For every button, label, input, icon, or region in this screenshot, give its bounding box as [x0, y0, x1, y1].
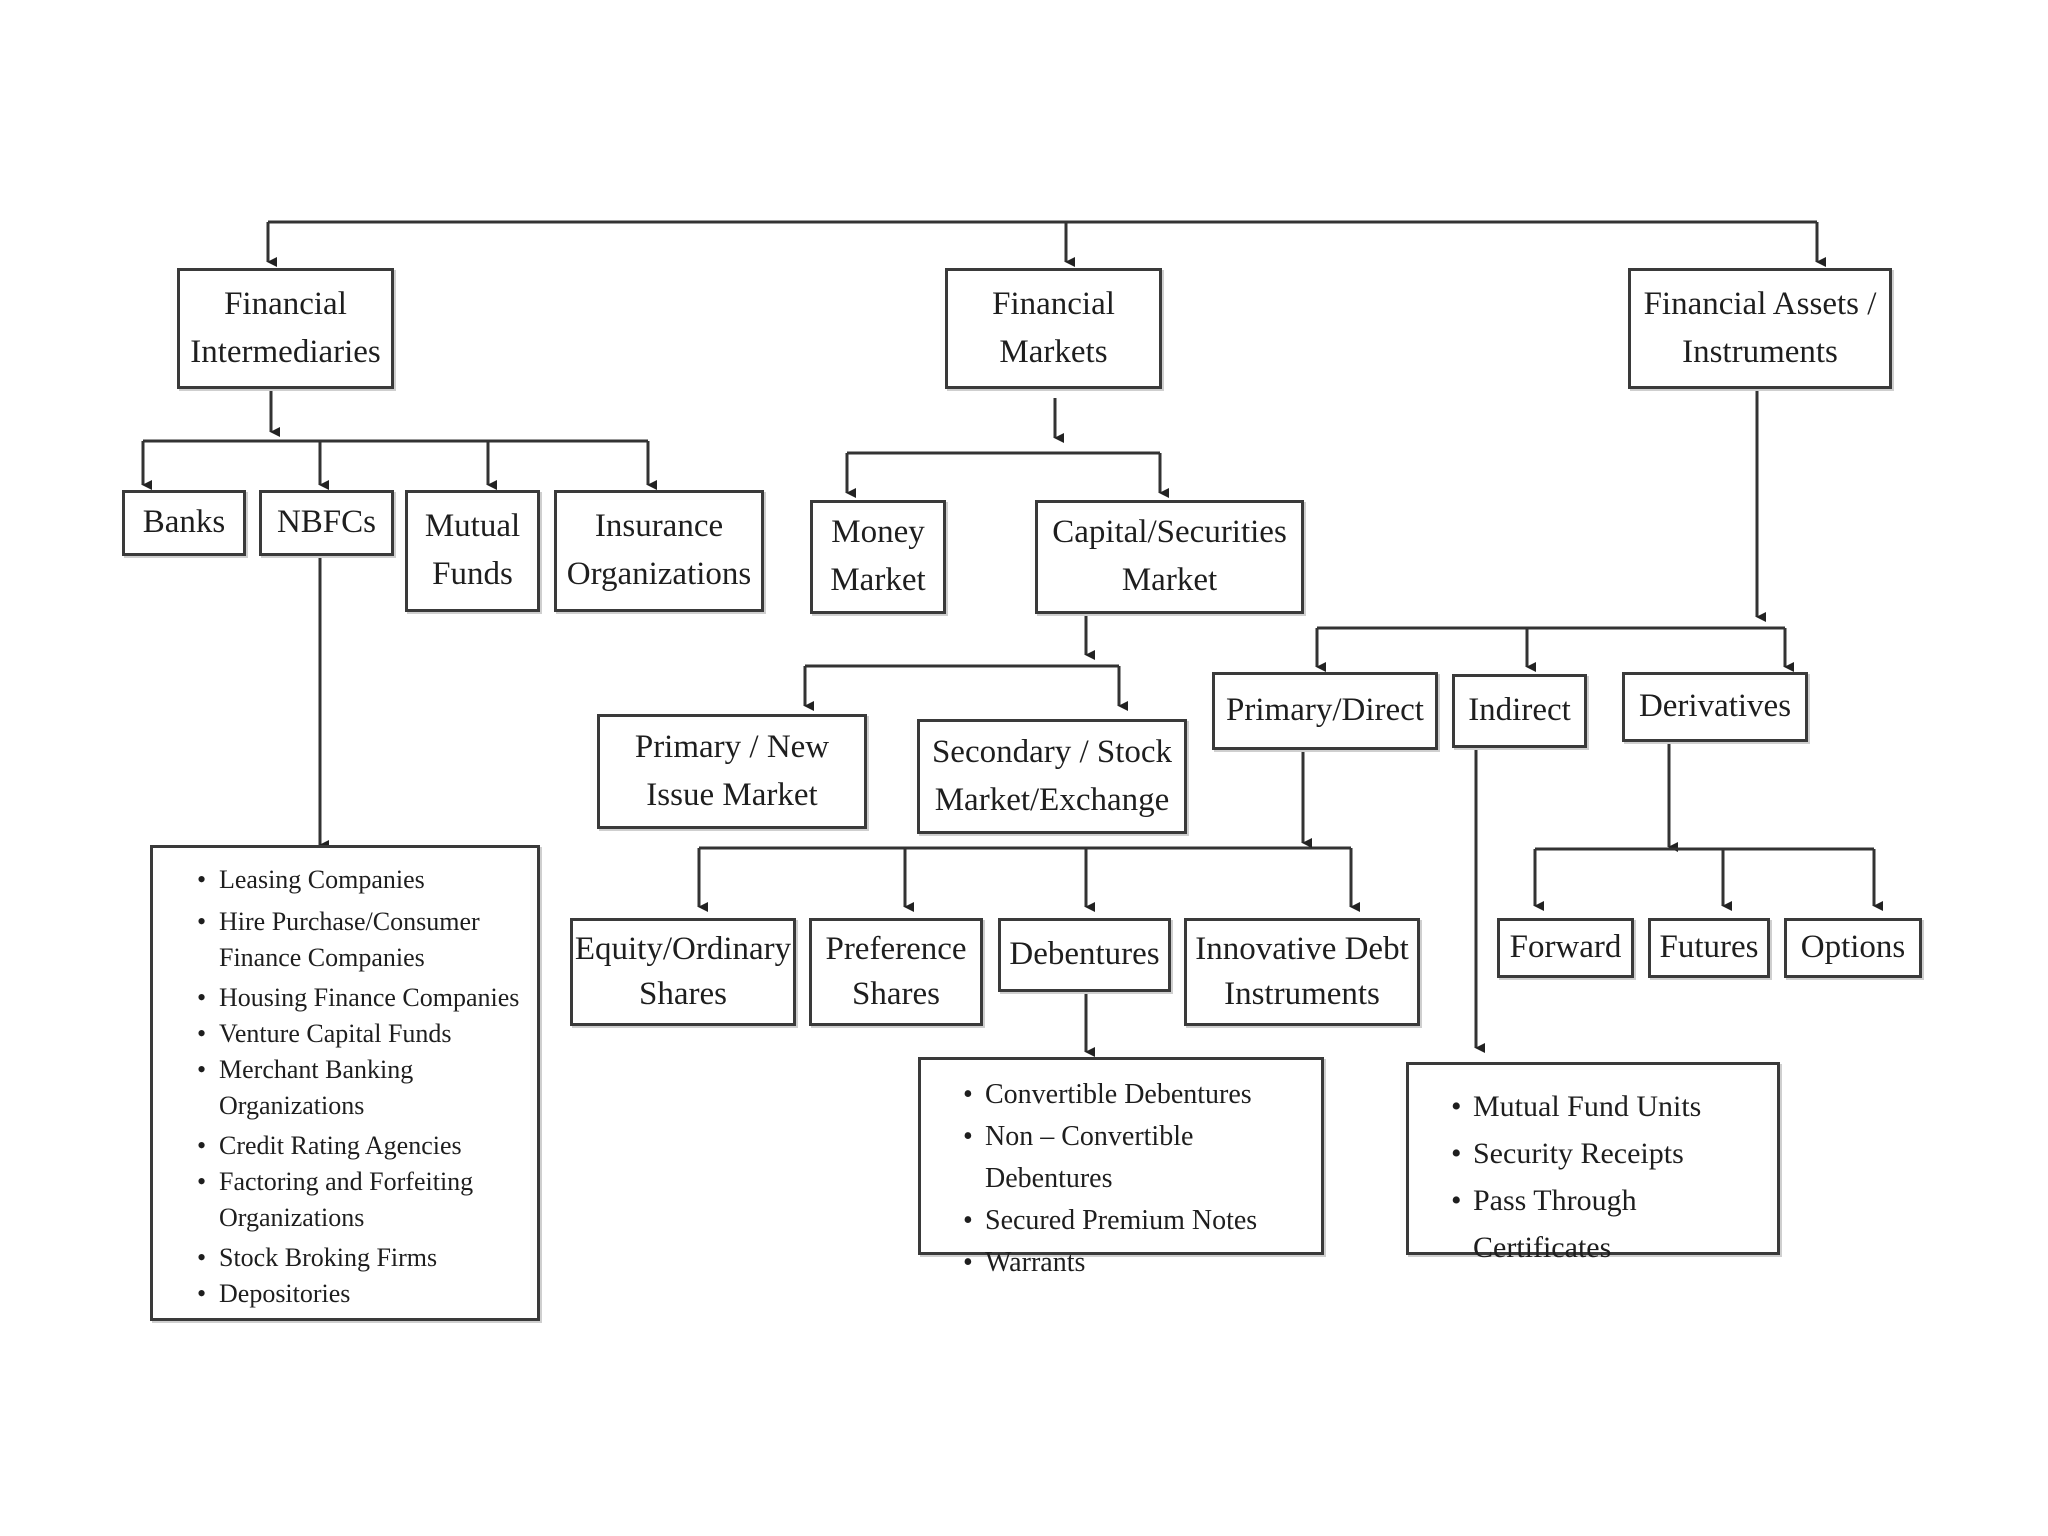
financial-assets-box: Financial Assets / Instruments [1628, 268, 1892, 389]
derivatives-label: Derivatives [1638, 688, 1792, 725]
financial-markets-label: Financial Markets [992, 285, 1115, 370]
nbfc-list-box: Leasing Companies Hire Purchase/Consumer… [150, 845, 540, 1321]
capital-market-label: Capital/Securities Market [1052, 514, 1287, 598]
primary-market-box: Primary / New Issue Market [597, 714, 867, 829]
debentures-label: Debentures [1009, 936, 1160, 973]
list-item: Leasing Companies [197, 862, 527, 898]
list-item: Venture Capital Funds [197, 1016, 527, 1052]
primary-market-label: Primary / New Issue Market [634, 728, 830, 813]
financial-assets-label: Financial Assets / Instruments [1643, 285, 1877, 370]
list-item: Warrants [963, 1242, 1311, 1284]
options-label: Options [1800, 929, 1906, 966]
banks-label: Banks [142, 504, 226, 541]
list-item: Pass Through Certificates [1451, 1177, 1769, 1271]
list-item: Non – Convertible Debentures [963, 1116, 1311, 1200]
derivatives-box: Derivatives [1622, 672, 1808, 742]
innovative-debt-box: Innovative Debt Instruments [1184, 918, 1420, 1026]
nbfc-list: Leasing Companies Hire Purchase/Consumer… [197, 862, 527, 1312]
mutual-funds-label: Mutual Funds [424, 508, 521, 592]
primary-direct-label: Primary/Direct [1226, 692, 1424, 729]
futures-box: Futures [1648, 918, 1770, 978]
preference-shares-label: Preference Shares [825, 931, 967, 1012]
indirect-list-box: Mutual Fund Units Security Receipts Pass… [1406, 1062, 1780, 1264]
forward-label: Forward [1509, 929, 1622, 966]
insurance-label: Insurance Organizations [566, 508, 752, 592]
list-item: Security Receipts [1451, 1130, 1769, 1177]
nbfcs-label: NBFCs [276, 504, 377, 541]
mutual-funds-box: Mutual Funds [405, 490, 540, 612]
money-market-box: Money Market [810, 500, 946, 614]
innovative-debt-label: Innovative Debt Instruments [1195, 931, 1409, 1012]
equity-shares-label: Equity/Ordinary Shares [574, 931, 792, 1012]
financial-markets-box: Financial Markets [945, 268, 1162, 389]
secondary-market-label: Secondary / Stock Market/Exchange [931, 733, 1173, 818]
insurance-box: Insurance Organizations [554, 490, 764, 612]
list-item: Housing Finance Companies [197, 980, 527, 1016]
list-item: Mutual Fund Units [1451, 1083, 1769, 1130]
list-item: Depositories [197, 1276, 527, 1312]
preference-shares-box: Preference Shares [809, 918, 983, 1026]
indirect-box: Indirect [1452, 674, 1587, 748]
indirect-label: Indirect [1468, 692, 1571, 729]
list-item: Hire Purchase/Consumer Finance Companies [197, 904, 527, 976]
financial-intermediaries-box: Financial Intermediaries [177, 268, 394, 389]
money-market-label: Money Market [830, 514, 926, 598]
list-item: Secured Premium Notes [963, 1200, 1311, 1242]
financial-intermediaries-label: Financial Intermediaries [190, 285, 381, 370]
debenture-list-box: Convertible Debentures Non – Convertible… [918, 1057, 1324, 1284]
banks-box: Banks [122, 490, 246, 556]
forward-box: Forward [1497, 918, 1634, 978]
list-item: Stock Broking Firms [197, 1240, 527, 1276]
futures-label: Futures [1659, 929, 1759, 966]
primary-direct-box: Primary/Direct [1212, 672, 1438, 750]
debentures-box: Debentures [998, 918, 1171, 992]
options-box: Options [1784, 918, 1922, 978]
list-item: Convertible Debentures [963, 1074, 1311, 1116]
indirect-list: Mutual Fund Units Security Receipts Pass… [1451, 1083, 1769, 1271]
capital-market-box: Capital/Securities Market [1035, 500, 1304, 614]
list-item: Factoring and Forfeiting Organizations [197, 1164, 527, 1236]
debenture-list: Convertible Debentures Non – Convertible… [963, 1074, 1311, 1284]
nbfcs-box: NBFCs [259, 490, 394, 556]
list-item: Credit Rating Agencies [197, 1128, 527, 1164]
equity-shares-box: Equity/Ordinary Shares [570, 918, 796, 1026]
list-item: Merchant Banking Organizations [197, 1052, 527, 1124]
secondary-market-box: Secondary / Stock Market/Exchange [917, 719, 1187, 834]
